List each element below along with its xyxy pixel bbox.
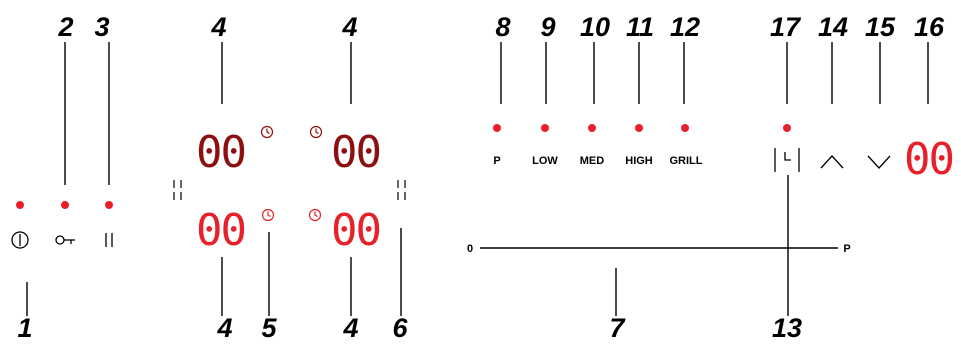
clock-icon-bottom-right bbox=[308, 208, 322, 222]
leader-lines bbox=[26, 42, 929, 316]
power-led bbox=[16, 201, 24, 209]
callout-3: 3 bbox=[94, 12, 109, 42]
pause-led bbox=[105, 201, 113, 209]
lock-led bbox=[61, 201, 69, 209]
callout-8: 8 bbox=[495, 12, 510, 42]
mode-led-low bbox=[541, 124, 549, 132]
timer-key-icon[interactable] bbox=[774, 148, 800, 172]
mode-led-high bbox=[635, 124, 643, 132]
bridge-icon-right[interactable] bbox=[397, 180, 406, 200]
timer-display: 00 bbox=[904, 134, 953, 185]
bridge-icon-left[interactable] bbox=[173, 180, 182, 200]
chevron-up-icon[interactable] bbox=[820, 155, 844, 169]
callout-10: 10 bbox=[580, 12, 610, 42]
callout-11: 11 bbox=[626, 12, 654, 42]
mode-label-med[interactable]: MED bbox=[580, 155, 605, 167]
mode-led-p bbox=[493, 124, 501, 132]
key-lock-icon[interactable] bbox=[55, 235, 75, 245]
mode-label-grill[interactable]: GRILL bbox=[670, 155, 703, 167]
mode-led-med bbox=[588, 124, 596, 132]
clock-icon-top-right bbox=[309, 125, 323, 139]
mode-led-grill bbox=[681, 124, 689, 132]
callout-4-bottom-right: 4 bbox=[342, 313, 358, 343]
clock-icon-bottom-left bbox=[261, 208, 275, 222]
callout-4-top-right: 4 bbox=[341, 12, 357, 42]
callout-1: 1 bbox=[17, 313, 32, 343]
callout-6: 6 bbox=[392, 313, 408, 343]
callout-4-top-left: 4 bbox=[210, 12, 226, 42]
power-icon[interactable] bbox=[11, 231, 29, 249]
zone-display-top-left: 00 bbox=[196, 127, 245, 178]
callout-14: 14 bbox=[818, 12, 848, 42]
clock-icon-top-left bbox=[260, 125, 274, 139]
callout-17: 17 bbox=[770, 12, 802, 42]
pause-icon[interactable] bbox=[105, 233, 113, 247]
callout-15: 15 bbox=[865, 12, 896, 42]
callout-13: 13 bbox=[772, 313, 802, 343]
zone-display-bottom-left: 00 bbox=[196, 205, 245, 256]
mode-label-low[interactable]: LOW bbox=[532, 155, 558, 167]
zone-display-bottom-right: 00 bbox=[331, 205, 380, 256]
callout-7: 7 bbox=[609, 313, 626, 343]
callout-16: 16 bbox=[914, 12, 945, 42]
chevron-down-icon[interactable] bbox=[867, 155, 891, 169]
mode-label-high[interactable]: HIGH bbox=[625, 155, 653, 167]
callout-4-bottom-left: 4 bbox=[216, 313, 232, 343]
slider-max-label: P bbox=[843, 243, 850, 255]
zone-display-top-right: 00 bbox=[331, 127, 380, 178]
callout-9: 9 bbox=[540, 12, 555, 42]
callout-5: 5 bbox=[261, 313, 277, 343]
timer-led bbox=[783, 124, 791, 132]
slider-min-label: 0 bbox=[467, 243, 473, 255]
mode-label-p[interactable]: P bbox=[493, 155, 500, 167]
callout-12: 12 bbox=[670, 12, 700, 42]
callout-2: 2 bbox=[57, 12, 73, 42]
